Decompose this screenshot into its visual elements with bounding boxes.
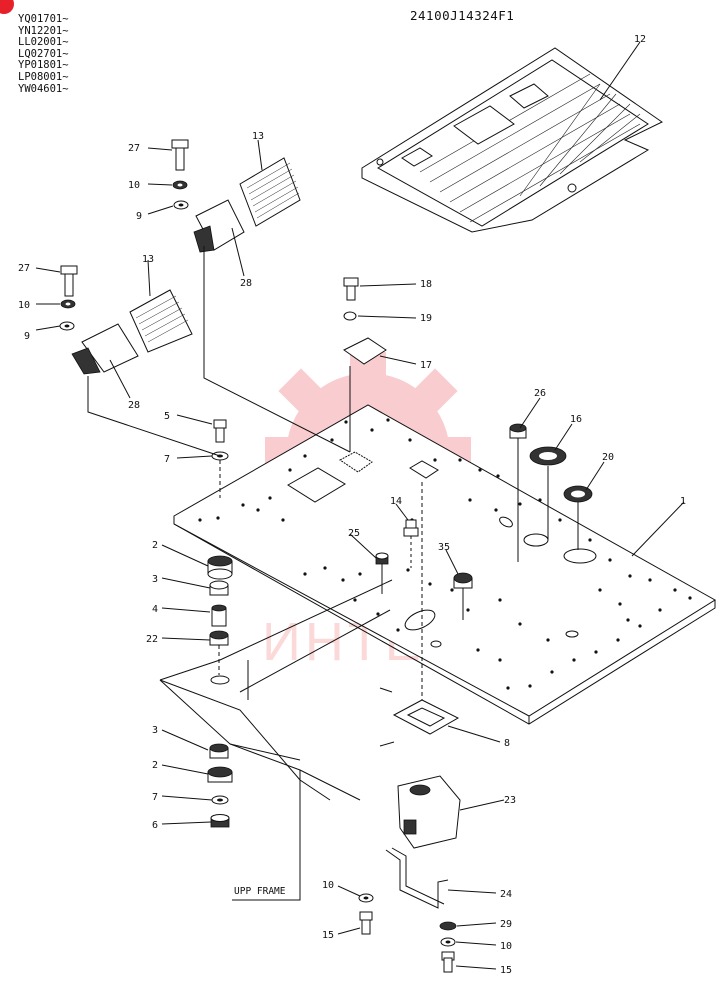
callout: 27 xyxy=(128,143,140,154)
callout: 1 xyxy=(680,496,686,507)
callout: 25 xyxy=(348,528,360,539)
guide-line-lower xyxy=(87,376,221,457)
pedal-assembly-upper xyxy=(171,139,301,253)
corner-badge xyxy=(0,0,14,14)
callout: 3 xyxy=(152,574,158,585)
seal-plate-8 xyxy=(392,699,460,735)
frame-label: UPP FRAME xyxy=(234,886,286,897)
floor-mat-12 xyxy=(361,47,663,233)
callout: 15 xyxy=(500,965,512,976)
guide-line-upper xyxy=(203,246,351,453)
tank-23 xyxy=(397,775,461,849)
callout: 7 xyxy=(164,454,170,465)
callout: 17 xyxy=(420,360,432,371)
callout: 4 xyxy=(152,604,158,615)
callout: 27 xyxy=(18,263,30,274)
grommet-20 xyxy=(563,485,593,550)
grommet-25 xyxy=(375,552,389,594)
callout: 18 xyxy=(420,279,432,290)
pedal-assembly-lower xyxy=(59,265,193,375)
mount-stack-lower xyxy=(207,743,233,828)
cover-17-assembly xyxy=(343,277,387,452)
callout: 29 xyxy=(500,919,512,930)
callout: 35 xyxy=(438,542,450,553)
serial-code: LL02001~ xyxy=(18,36,69,49)
callout: 8 xyxy=(504,738,510,749)
callout: 10 xyxy=(18,300,30,311)
serial-code: LQ02701~ xyxy=(18,47,69,60)
callout: 15 xyxy=(322,930,334,941)
callout: 19 xyxy=(420,313,432,324)
callout: 14 xyxy=(390,496,402,507)
drawing-number: 24100J14324F1 xyxy=(410,8,515,23)
callout: 6 xyxy=(152,820,158,831)
callout: 5 xyxy=(164,411,170,422)
callout: 22 xyxy=(146,634,158,645)
grommet-16 xyxy=(529,446,567,540)
grommet-26 xyxy=(509,423,527,562)
grommet-35 xyxy=(453,572,473,620)
callout: 2 xyxy=(152,760,158,771)
callout: 20 xyxy=(602,452,614,463)
callout: 2 xyxy=(152,540,158,551)
serial-code: YN12201~ xyxy=(18,24,69,37)
callout: 9 xyxy=(136,211,142,222)
callout: 7 xyxy=(152,792,158,803)
callout: 10 xyxy=(322,880,334,891)
plug-14 xyxy=(403,519,419,568)
bottom-hardware-left xyxy=(358,893,374,935)
callout: 13 xyxy=(142,254,154,265)
callout: 16 xyxy=(570,414,582,425)
callout: 24 xyxy=(500,889,512,900)
serial-code: YQ01701~ xyxy=(18,13,69,25)
serial-code: YP01801~ xyxy=(18,59,69,72)
bottom-hardware-right xyxy=(439,921,457,973)
plate-holes xyxy=(198,418,692,690)
callout: 12 xyxy=(634,34,646,45)
callout: 28 xyxy=(128,400,140,411)
callout: 10 xyxy=(128,180,140,191)
mount-stack-upper xyxy=(207,555,233,675)
serial-code: LP08001~ xyxy=(18,70,69,83)
callout-numbers: 27 10 9 13 28 27 10 9 13 28 5 7 2 3 4 22… xyxy=(18,34,686,976)
upper-frame: UPP FRAME xyxy=(159,579,395,901)
callout: 23 xyxy=(504,795,516,806)
callout: 10 xyxy=(500,941,512,952)
serial-code-list: YQ01701~ YN12201~ LL02001~ LQ02701~ YP01… xyxy=(18,13,69,95)
floor-plate-1 xyxy=(173,404,716,725)
callout: 13 xyxy=(252,131,264,142)
callout: 26 xyxy=(534,388,546,399)
bracket-24 xyxy=(385,847,449,909)
callout: 3 xyxy=(152,725,158,736)
leader-lines xyxy=(35,41,685,970)
serial-code: YW04601~ xyxy=(18,82,69,95)
callout: 9 xyxy=(24,331,30,342)
callout: 28 xyxy=(240,278,252,289)
